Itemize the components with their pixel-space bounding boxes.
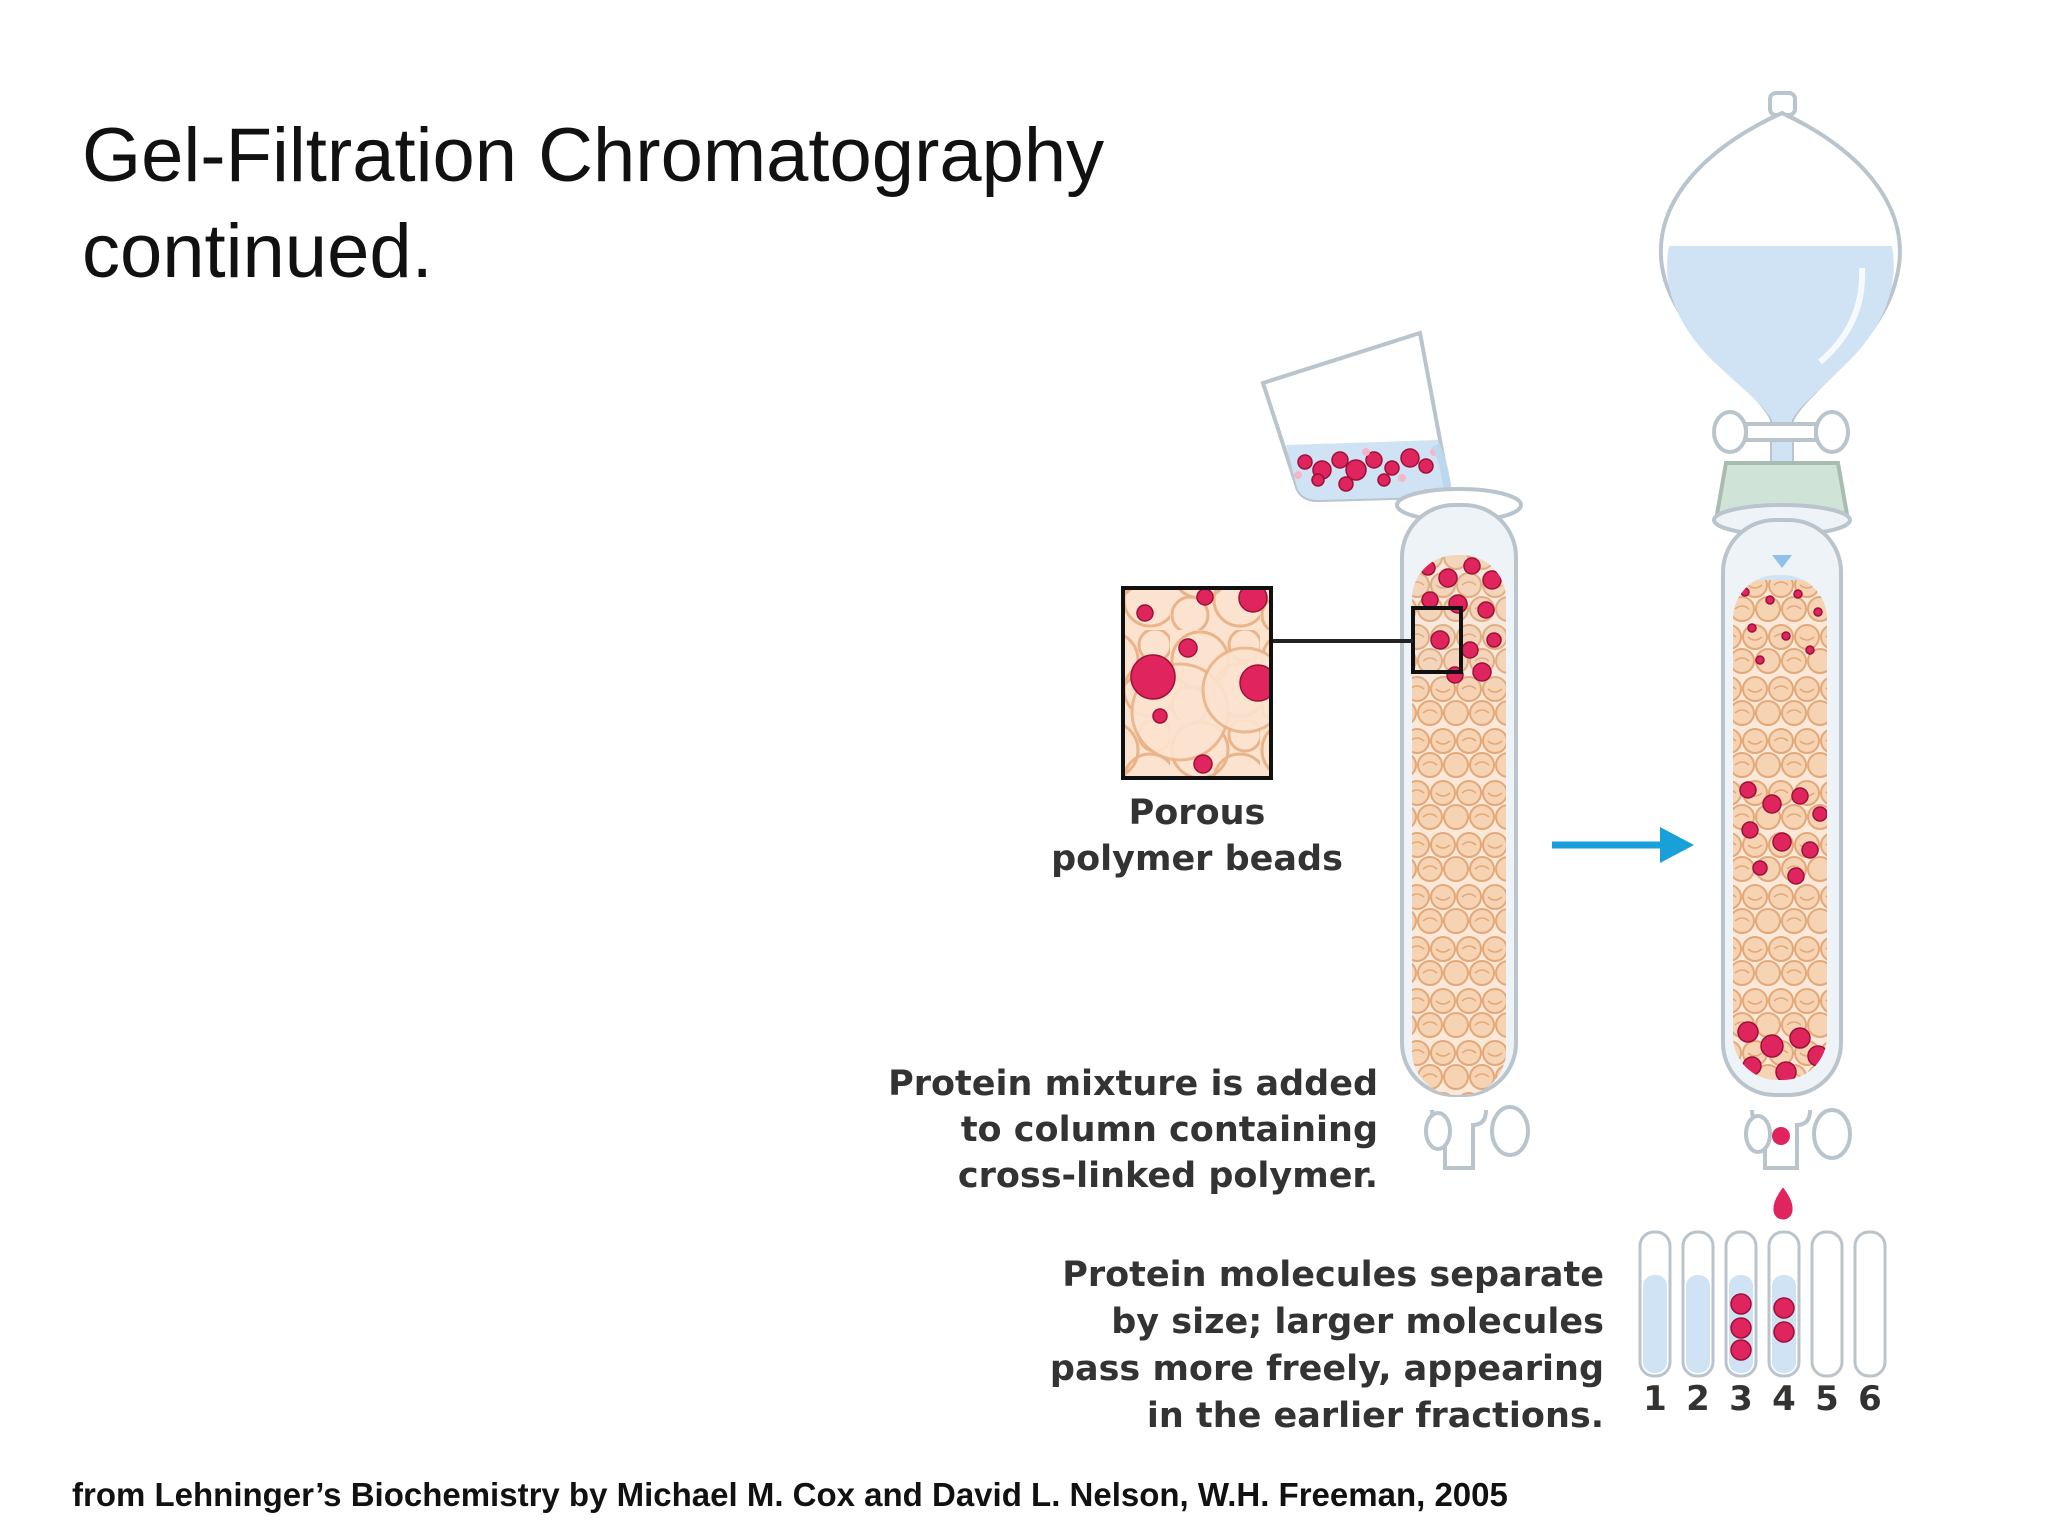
fraction-label-2: 2 [1686, 1379, 1710, 1419]
step1-line-3: cross-linked polymer. [958, 1156, 1378, 1196]
citation: from Lehninger’s Biochemistry by Michael… [72, 1476, 1508, 1513]
title-line-1: Gel-Filtration Chromatography [82, 113, 1105, 198]
inset-label-line-1: Porous [1129, 793, 1266, 833]
slide-title: Gel-Filtration Chromatography continued. [82, 108, 1104, 300]
inset-label-line-2: polymer beads [1051, 839, 1343, 879]
separatory-funnel [1658, 91, 1902, 477]
fraction-label-3: 3 [1729, 1379, 1753, 1419]
fraction-label-6: 6 [1858, 1379, 1882, 1419]
svg-text:polymer beads: polymer beads [1051, 839, 1343, 879]
svg-text:Porous: Porous [1129, 793, 1266, 833]
fraction-label-4: 4 [1772, 1379, 1796, 1419]
step2-line-4: in the earlier fractions. [1147, 1396, 1604, 1436]
step2-line-2: by size; larger molecules [1111, 1302, 1604, 1342]
fraction-label-1: 1 [1643, 1379, 1667, 1419]
column-2 [1712, 461, 1852, 1223]
column-1 [1273, 487, 1530, 1170]
step2-line-3: pass more freely, appearing [1050, 1349, 1604, 1389]
title-line-2: continued. [82, 209, 433, 294]
fraction-label-5: 5 [1815, 1379, 1839, 1419]
step1-line-1: Protein mixture is added [888, 1064, 1378, 1104]
fraction-tubes [1638, 1230, 1887, 1378]
bead-inset [1121, 586, 1273, 780]
step1-line-2: to column containing [961, 1110, 1378, 1150]
process-arrow [1552, 827, 1694, 863]
step2-line-1: Protein molecules separate [1062, 1255, 1604, 1295]
